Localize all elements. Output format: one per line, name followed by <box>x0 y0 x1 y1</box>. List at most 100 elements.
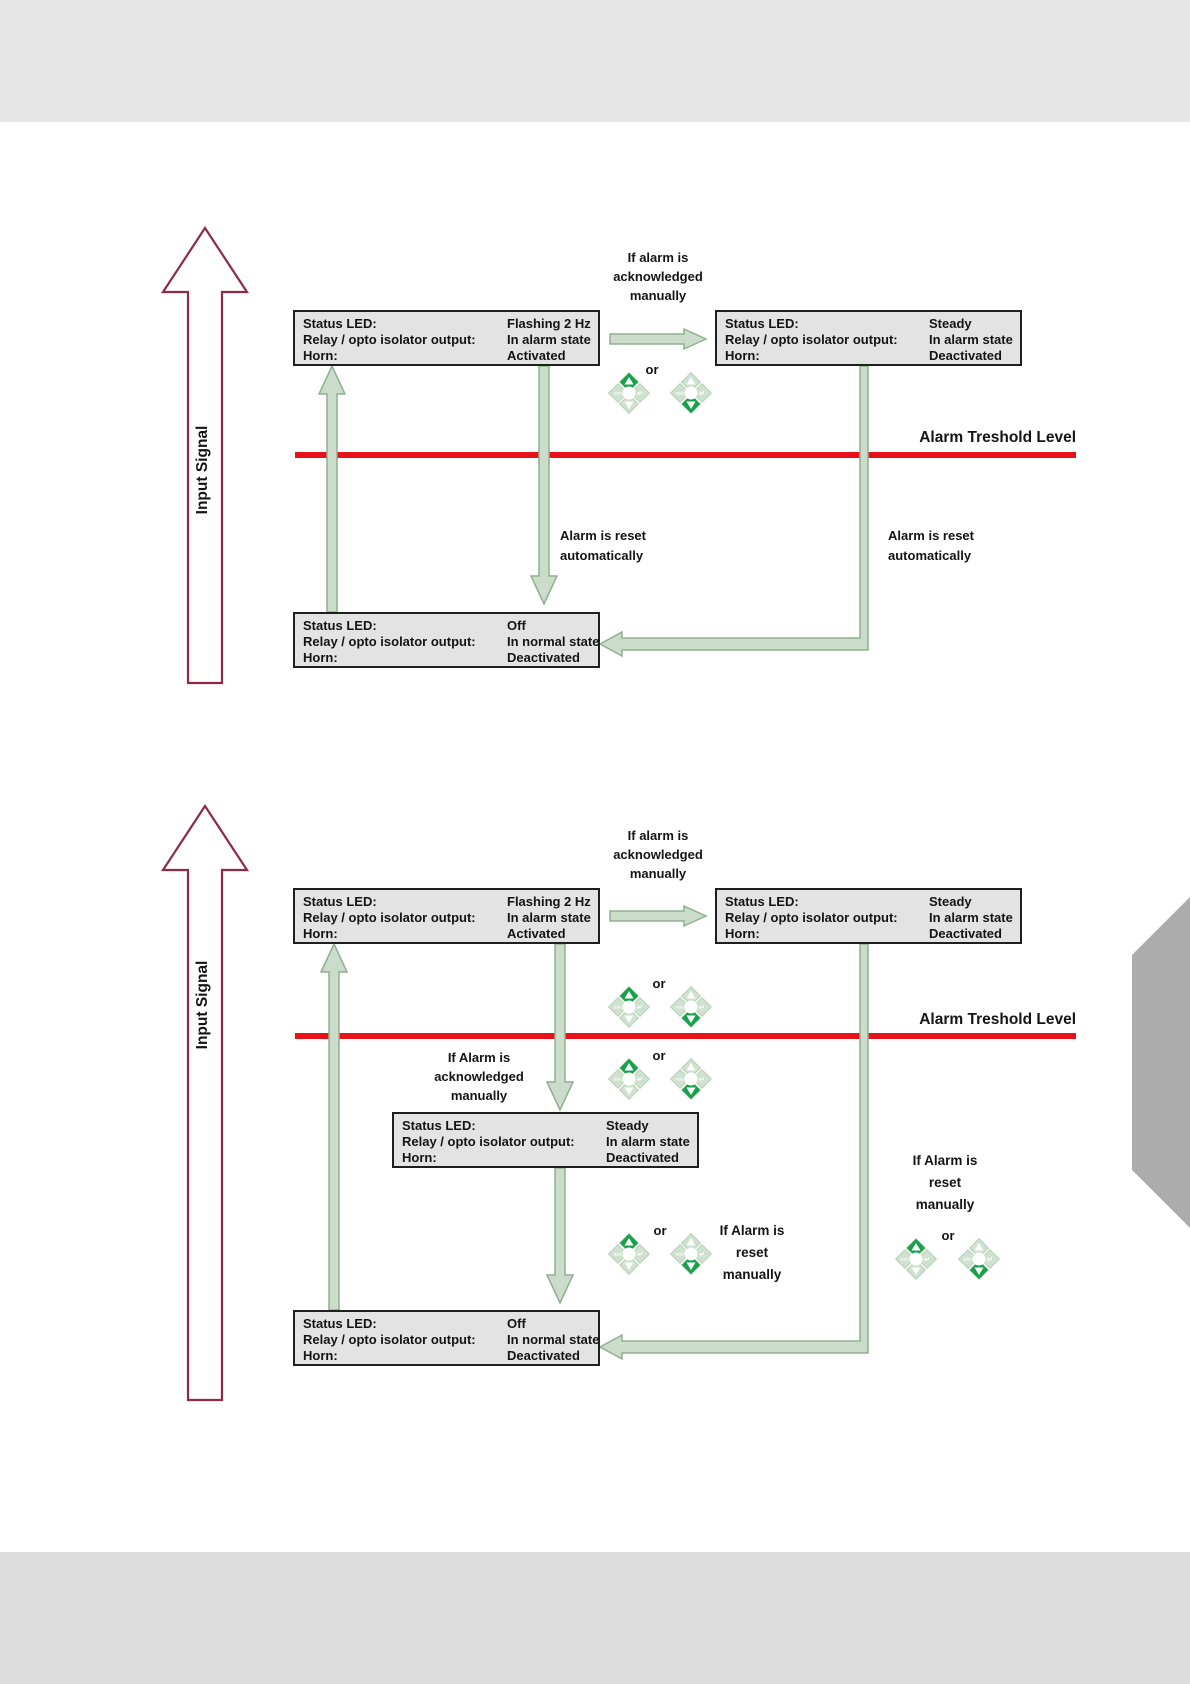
reset-return-flow-arrow <box>598 365 869 658</box>
or-label: or <box>645 362 659 377</box>
keypad-down-icon: ESC↵ <box>669 1232 713 1276</box>
box-row: Status LED: Steady <box>394 1118 697 1134</box>
box-row: Status LED: Flashing 2 Hz <box>295 316 598 332</box>
or-label: or <box>652 976 666 991</box>
state-box-alarm: Status LED: Flashing 2 Hz Relay / opto i… <box>293 310 600 366</box>
row-value: In alarm state <box>606 1134 690 1149</box>
state-box-alarm: Status LED: Flashing 2 Hz Relay / opto i… <box>293 888 600 944</box>
recover-up-flow-arrow <box>317 364 347 613</box>
svg-text:ESC: ESC <box>614 1252 622 1257</box>
note-line: acknowledged <box>434 1069 524 1084</box>
box-row: Horn: Activated <box>295 348 598 364</box>
note-line: If Alarm is <box>719 1223 785 1238</box>
row-value: Steady <box>606 1118 649 1133</box>
row-value: Deactivated <box>507 1348 580 1363</box>
row-value: Deactivated <box>606 1150 679 1165</box>
box-row: Horn: Deactivated <box>717 348 1020 364</box>
input-signal-arrow <box>160 225 250 685</box>
svg-text:↵: ↵ <box>699 1252 705 1259</box>
row-value: Off <box>507 618 526 633</box>
box-row: Horn: Deactivated <box>717 926 1020 942</box>
keypad-up-icon: ESC ↵ <box>607 1232 651 1276</box>
row-label: Horn: <box>725 348 760 363</box>
note-line: manually <box>915 1197 975 1212</box>
box-row: Relay / opto isolator output: In alarm s… <box>394 1134 697 1150</box>
svg-text:ESC: ESC <box>901 1257 909 1262</box>
row-label: Horn: <box>402 1150 437 1165</box>
note-line: If alarm is <box>627 250 689 265</box>
row-value: Activated <box>507 348 566 363</box>
note-line: automatically <box>560 548 644 563</box>
row-value: In alarm state <box>507 332 591 347</box>
row-label: Relay / opto isolator output: <box>303 1332 476 1347</box>
note-line: If alarm is <box>627 828 689 843</box>
reset-down-flow-arrow <box>529 365 559 606</box>
row-value: In alarm state <box>507 910 591 925</box>
svg-text:↵: ↵ <box>637 1252 643 1259</box>
page-corner-shape <box>1132 897 1190 1228</box>
recover-up-flow-arrow <box>319 942 349 1311</box>
note-line: manually <box>722 1267 782 1282</box>
threshold-label: Alarm Treshold Level <box>919 429 1076 446</box>
threshold-line <box>295 1033 1076 1039</box>
row-label: Horn: <box>303 348 338 363</box>
note-line: Alarm is reset <box>888 528 974 543</box>
row-label: Relay / opto isolator output: <box>303 634 476 649</box>
note-line: acknowledged <box>613 269 703 284</box>
note-line: reset <box>735 1245 769 1260</box>
box-row: Relay / opto isolator output: In alarm s… <box>295 332 598 348</box>
row-value: In alarm state <box>929 332 1013 347</box>
keypad-up-icon: ESC↵ <box>607 985 651 1029</box>
row-label: Relay / opto isolator output: <box>303 332 476 347</box>
row-label: Relay / opto isolator output: <box>725 332 898 347</box>
row-value: Deactivated <box>929 926 1002 941</box>
row-value: In normal state <box>507 634 600 649</box>
svg-text:↵: ↵ <box>924 1257 930 1264</box>
row-label: Status LED: <box>303 1316 377 1331</box>
box-row: Relay / opto isolator output: In normal … <box>295 634 600 650</box>
ack-down-flow-arrow <box>545 943 575 1112</box>
row-value: Steady <box>929 316 972 331</box>
input-signal-label: Input Signal <box>194 425 211 515</box>
box-row: Horn: Deactivated <box>295 650 598 666</box>
note-if-alarm-reset-manually: If Alarm is reset manually <box>692 1220 812 1286</box>
box-row: Relay / opto isolator output: In alarm s… <box>717 910 1020 926</box>
svg-text:↵: ↵ <box>699 1077 705 1084</box>
keypad-down-icon: ESC↵ <box>669 1057 713 1101</box>
svg-text:ESC: ESC <box>614 1005 622 1010</box>
row-value: In alarm state <box>929 910 1013 925</box>
keypad-up-icon: ESC↵ <box>607 1057 651 1101</box>
note-alarm-reset-auto: Alarm is reset automatically <box>888 526 1038 566</box>
row-value: Deactivated <box>929 348 1002 363</box>
row-value: Activated <box>507 926 566 941</box>
note-line: manually <box>629 288 687 303</box>
row-label: Horn: <box>725 926 760 941</box>
state-box-normal: Status LED: Off Relay / opto isolator ou… <box>293 612 600 668</box>
or-label: or <box>653 1223 667 1238</box>
svg-text:ESC: ESC <box>676 391 684 396</box>
threshold-line <box>295 452 1076 458</box>
keypad-down-icon: ESC↵ <box>669 371 713 415</box>
note-line: manually <box>450 1088 508 1103</box>
keypad-up-icon: ESC ↵ <box>894 1237 938 1281</box>
input-signal-arrow <box>160 803 250 1402</box>
box-row: Status LED: Off <box>295 1316 598 1332</box>
svg-text:ESC: ESC <box>614 391 622 396</box>
row-label: Relay / opto isolator output: <box>725 910 898 925</box>
row-label: Status LED: <box>402 1118 476 1133</box>
or-label: or <box>941 1228 955 1243</box>
note-if-alarm-acknowledged-manually: If Alarm is acknowledged manually <box>409 1048 549 1105</box>
reset-return-flow-arrow <box>598 943 869 1361</box>
svg-text:ESC: ESC <box>676 1005 684 1010</box>
svg-text:↵: ↵ <box>637 1077 643 1084</box>
box-row: Relay / opto isolator output: In alarm s… <box>717 332 1020 348</box>
state-box-normal: Status LED: Off Relay / opto isolator ou… <box>293 1310 600 1366</box>
state-box-acknowledged-mid: Status LED: Steady Relay / opto isolator… <box>392 1112 699 1168</box>
row-label: Horn: <box>303 650 338 665</box>
svg-text:ESC: ESC <box>964 1257 972 1262</box>
box-row: Status LED: Flashing 2 Hz <box>295 894 598 910</box>
row-label: Status LED: <box>303 894 377 909</box>
box-row: Status LED: Steady <box>717 894 1020 910</box>
ack-flow-arrow <box>609 904 708 928</box>
